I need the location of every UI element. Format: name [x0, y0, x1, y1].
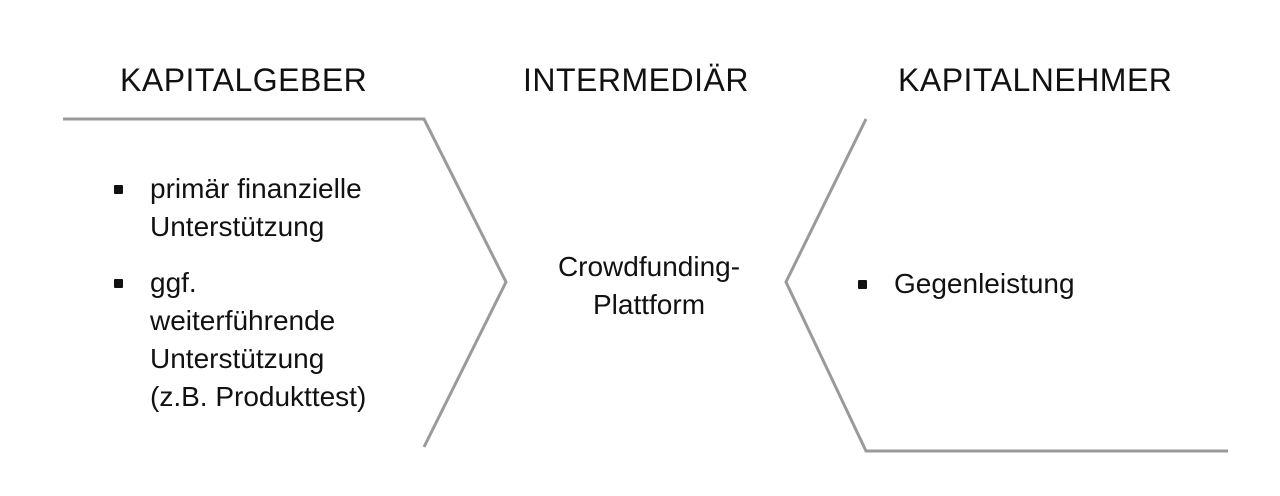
- list-item-label: primär finanzielle Unterstützung: [150, 173, 362, 242]
- kapitalgeber-chevron-outline: [63, 117, 508, 448]
- kapitalnehmer-title: KAPITALNEHMER: [898, 62, 1173, 98]
- bullet-icon: [114, 279, 123, 288]
- list-item-label: ggf. weiterführende Unterstützung (z.B. …: [150, 267, 367, 412]
- bullet-icon: [114, 185, 123, 194]
- list-item: ggf. weiterführende Unterstützung (z.B. …: [113, 264, 433, 416]
- list-item: Gegenleistung: [857, 265, 1197, 303]
- kapitalnehmer-list: Gegenleistung: [857, 265, 1197, 303]
- kapitalnehmer-chevron-outline: [784, 118, 1228, 453]
- kapitalgeber-list: primär finanzielle Unterstützung ggf. we…: [113, 170, 433, 416]
- list-item: primär finanzielle Unterstützung: [113, 170, 433, 246]
- bullet-icon: [858, 280, 867, 289]
- list-item-label: Gegenleistung: [894, 268, 1075, 299]
- intermediaer-title: INTERMEDIÄR: [523, 62, 749, 98]
- crowdfunding-platform-label: Crowdfunding- Plattform: [557, 251, 741, 320]
- kapitalgeber-title: KAPITALGEBER: [120, 62, 368, 98]
